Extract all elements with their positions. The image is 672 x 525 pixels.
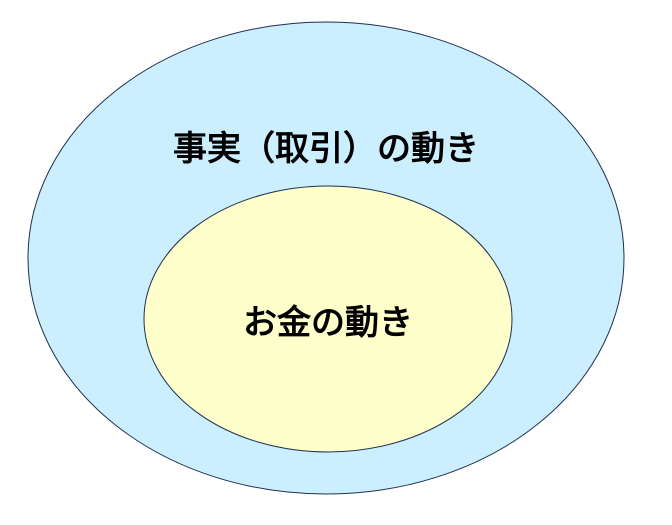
inner-ellipse-money bbox=[143, 185, 513, 453]
outer-label: 事実（取引）の動き bbox=[173, 129, 479, 169]
inner-label: お金の動き bbox=[243, 303, 413, 343]
